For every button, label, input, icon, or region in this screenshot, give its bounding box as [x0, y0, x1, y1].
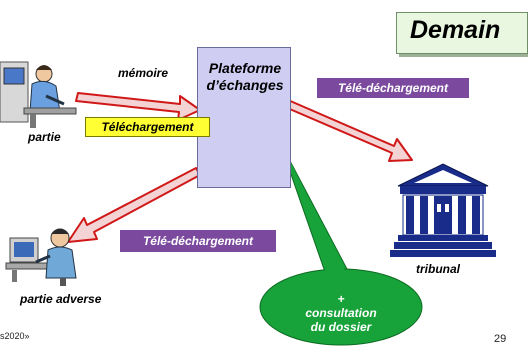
page-title: Demain — [410, 16, 501, 44]
courthouse-icon — [390, 163, 496, 257]
consultation-line3: du dossier — [310, 320, 372, 334]
platform-label-line1: Plateforme — [208, 60, 282, 76]
platform-label-line2: d’échanges — [206, 77, 284, 93]
platform-label: Plateforme d’échanges — [190, 60, 300, 94]
arrow-partie-to-platform — [75, 92, 201, 121]
partie-label: partie — [28, 130, 61, 144]
tele-dechargement-tag-bottom: Télé-déchargement — [120, 230, 276, 252]
footer-left-text: s2020» — [0, 331, 30, 341]
consultation-text: + consultation du dossier — [286, 292, 396, 334]
partie-adverse-label: partie adverse — [20, 292, 102, 306]
arrow-platform-to-adverse — [67, 167, 201, 243]
memoire-label: mémoire — [118, 66, 169, 80]
person-at-computer-icon — [5, 228, 77, 286]
person-at-desk-icon — [0, 61, 77, 128]
consultation-line2: consultation — [305, 306, 377, 320]
tribunal-label: tribunal — [416, 262, 460, 276]
telechargement-tag: Téléchargement — [85, 117, 210, 137]
page-number: 29 — [494, 333, 507, 345]
arrow-platform-to-tribunal — [284, 99, 413, 162]
consultation-line1: + — [337, 292, 345, 306]
consultation-callout — [259, 139, 423, 346]
platform-box — [197, 47, 291, 188]
tele-dechargement-tag-right: Télé-déchargement — [317, 78, 469, 98]
